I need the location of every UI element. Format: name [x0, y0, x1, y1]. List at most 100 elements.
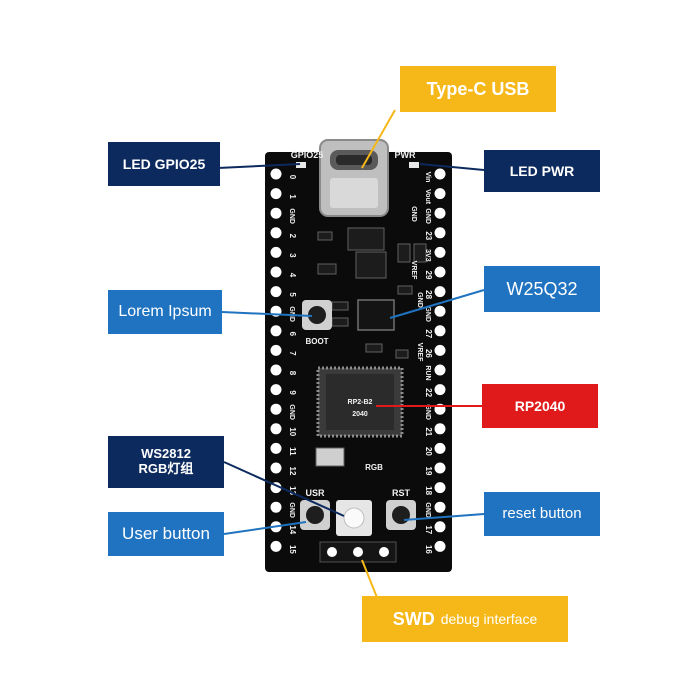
- silk-rst: RST: [392, 488, 411, 498]
- left-pin-pad: [270, 266, 282, 278]
- rp2040-chip: RP2-B2 2040: [316, 366, 404, 438]
- flash-chip: [357, 299, 395, 331]
- right-pin-pad: [434, 188, 446, 200]
- right-pin-label: 26: [424, 349, 433, 358]
- right-pin-pad: [434, 521, 446, 533]
- right-pin-label: 23: [424, 231, 433, 240]
- right-pin-label: 16: [424, 545, 433, 554]
- inner-left-label: VREF: [416, 343, 423, 362]
- right-pin-label: 27: [424, 329, 433, 338]
- callout-swd: SWD debug interface: [362, 596, 568, 642]
- callout-reset-button: reset button: [484, 492, 600, 536]
- callout-swd-main: SWD: [392, 608, 435, 629]
- silk-rgb: RGB: [365, 463, 383, 472]
- silk-usr: USR: [305, 488, 325, 498]
- left-pin-pad: [270, 403, 282, 415]
- leader-user: [223, 521, 307, 535]
- leader-lines: [217, 109, 485, 601]
- silk-gpio25: GPIO25: [291, 150, 324, 160]
- leader-ws2812: [223, 461, 345, 517]
- callout-led-pwr: LED PWR: [484, 150, 600, 192]
- left-pin-label: 11: [288, 447, 297, 456]
- callout-lorem-ipsum: Lorem Ipsum: [108, 290, 222, 334]
- left-pin-label: GND: [288, 208, 295, 224]
- left-pin-pad: [270, 462, 282, 474]
- left-pin-label: 14: [288, 525, 297, 534]
- left-pin-label: 8: [288, 371, 297, 376]
- left-pin-label: 15: [288, 545, 297, 554]
- left-pin-pad: [270, 207, 282, 219]
- right-pin-pad: [434, 305, 446, 317]
- right-pin-pad: [434, 286, 446, 298]
- right-pin-pad: [434, 501, 446, 513]
- inner-right-label: GND: [410, 206, 417, 222]
- right-pin-label: Vin: [424, 172, 431, 183]
- leader-swd: [361, 559, 379, 601]
- right-pin-label: GND: [424, 306, 431, 322]
- silk-boot: BOOT: [305, 337, 328, 346]
- callout-swd-sub: debug interface: [440, 610, 538, 627]
- right-pin-pad: [434, 482, 446, 494]
- left-pin-label: 1: [288, 194, 297, 199]
- right-pin-pad: [434, 462, 446, 474]
- right-pin-label: 3V3: [424, 249, 431, 262]
- usb-c-connector: [319, 139, 389, 217]
- leader-led-pwr: [419, 163, 485, 171]
- right-pin-pad: [434, 442, 446, 454]
- rst-button-part: [386, 500, 416, 530]
- right-pin-label: Vout: [424, 189, 431, 205]
- leader-led-gpio25: [217, 163, 301, 169]
- right-pin-pad: [434, 344, 446, 356]
- left-pin-label: 7: [288, 351, 297, 356]
- right-pin-label: 18: [424, 486, 433, 495]
- right-pin-pad: [434, 168, 446, 180]
- left-pin-label: 13: [288, 486, 297, 495]
- leader-type-c: [361, 109, 396, 169]
- chip-marking-1: RP2-B2: [348, 399, 373, 406]
- left-pin-label: 3: [288, 253, 297, 258]
- left-pin-pad: [270, 423, 282, 435]
- right-pin-pad: [434, 364, 446, 376]
- left-pin-label: 5: [288, 292, 297, 297]
- right-pin-label: 19: [424, 467, 433, 476]
- rgb-led-part: [336, 500, 372, 536]
- led-gpio25: [296, 162, 306, 168]
- right-pin-label: 28: [424, 290, 433, 299]
- silk-pwr: PWR: [395, 150, 416, 160]
- right-pin-pad: [434, 266, 446, 278]
- usr-button-part: [300, 500, 330, 530]
- chip-marking-2: 2040: [352, 411, 368, 418]
- callout-ws2812: WS2812 RGB灯组: [108, 436, 224, 488]
- callout-ws2812-line1: WS2812: [141, 446, 191, 462]
- right-pin-pad: [434, 207, 446, 219]
- left-pin-pad: [270, 384, 282, 396]
- left-pin-pad: [270, 344, 282, 356]
- right-pin-label: RUN: [424, 365, 431, 380]
- left-pin-pad: [270, 540, 282, 552]
- led-pwr: [409, 162, 419, 168]
- right-pin-pad: [434, 227, 446, 239]
- right-pin-pad: [434, 423, 446, 435]
- left-pin-pad: [270, 246, 282, 258]
- left-pin-pad: [270, 188, 282, 200]
- callout-ws2812-line2: RGB灯组: [138, 461, 194, 476]
- leader-w25q32: [389, 289, 485, 319]
- right-pin-label: 22: [424, 388, 433, 397]
- callout-type-c-usb: Type-C USB: [400, 66, 556, 112]
- left-pin-label: 0: [288, 175, 297, 180]
- left-pin-label: 9: [288, 390, 297, 395]
- right-pin-label: 21: [424, 427, 433, 436]
- small-components: [315, 227, 427, 467]
- right-pin-pad: [434, 384, 446, 396]
- left-pin-pad: [270, 364, 282, 376]
- swd-header: [319, 541, 397, 563]
- right-pin-label: 17: [424, 525, 433, 534]
- left-pin-pad: [270, 442, 282, 454]
- boot-button: [302, 300, 332, 330]
- inner-right-label: VREF: [410, 261, 417, 280]
- left-pin-label: 6: [288, 332, 297, 337]
- leader-lorem: [221, 311, 313, 317]
- right-pin-pad: [434, 325, 446, 337]
- right-pin-label: 29: [424, 271, 433, 280]
